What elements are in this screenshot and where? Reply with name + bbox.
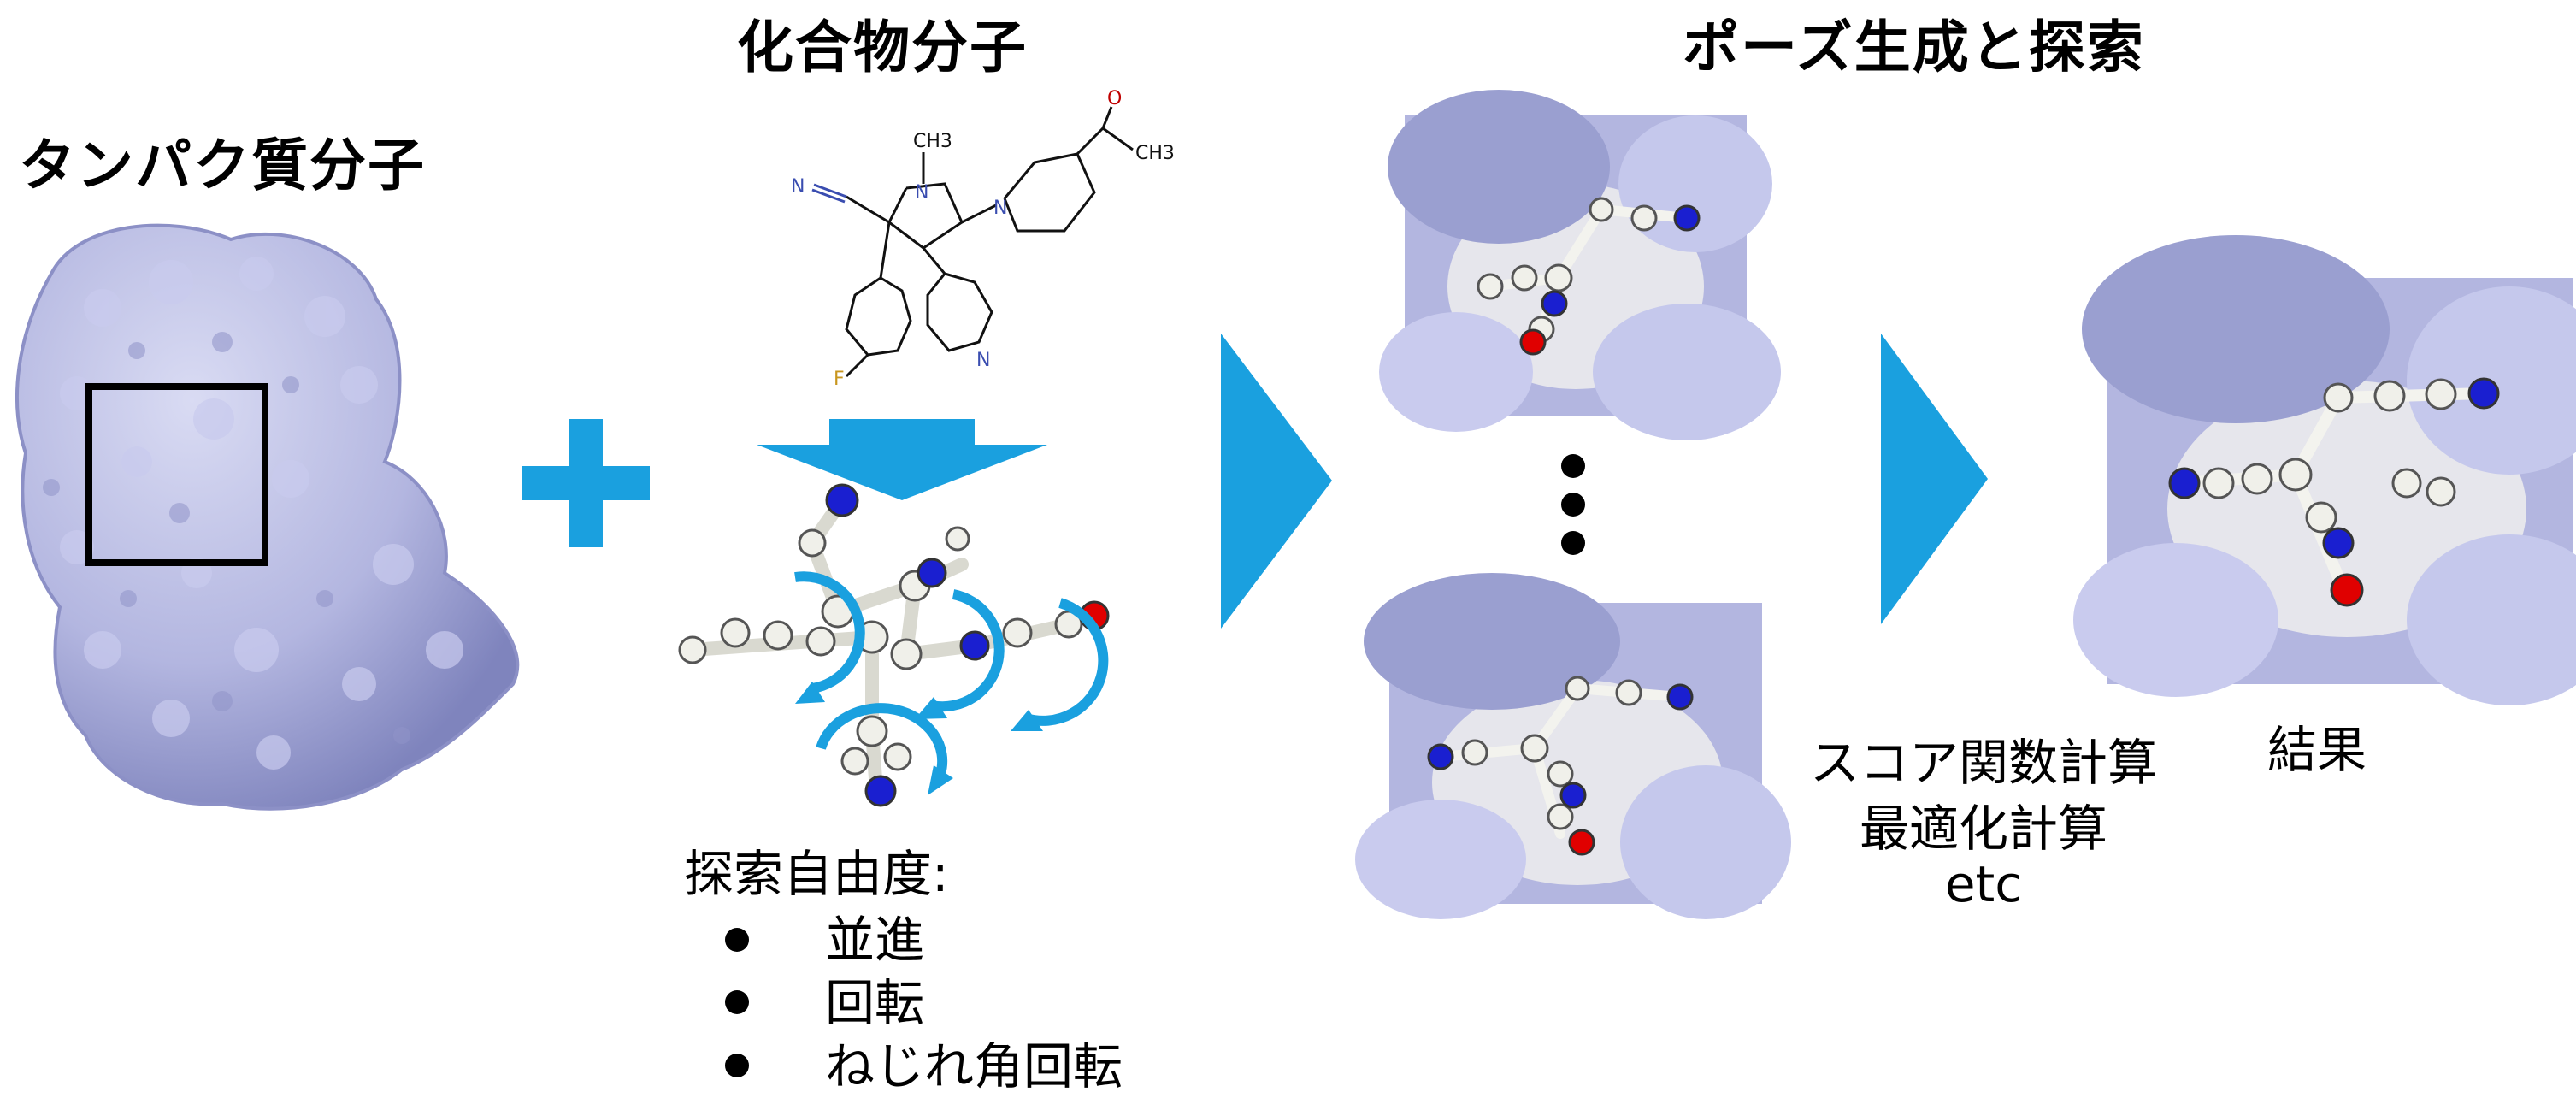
bullet [725, 1054, 749, 1077]
process-note-line-1: スコア関数計算 [1809, 734, 2157, 792]
atom-label: CH3 [913, 131, 952, 152]
bullet [725, 990, 749, 1014]
binding-site-box [85, 383, 268, 566]
result-label: 結果 [2267, 721, 2367, 779]
freedom-item-translation: 並進 [825, 911, 925, 969]
freedom-item-rotation: 回転 [825, 974, 925, 1032]
atom-label: N [993, 198, 1007, 219]
ball-stick-model [678, 483, 1110, 807]
bullet [725, 928, 749, 952]
atom-label: N [791, 176, 805, 198]
compound-structure: N CH3 N N O CH3 F N [791, 88, 1175, 390]
freedom-item-torsion: ねじれ角回転 [825, 1037, 1123, 1095]
right-arrow-icon [1881, 334, 1988, 624]
atom-label: F [834, 369, 845, 390]
atom-label: N [976, 350, 990, 371]
process-note-line-3: etc [1944, 855, 2023, 913]
right-arrow-icon [1221, 334, 1332, 629]
process-note-line-2: 最適化計算 [1859, 800, 2107, 858]
plus-icon [522, 419, 650, 547]
pose-title: ポーズ生成と探索 [1683, 15, 2145, 80]
atom-label: O [1107, 88, 1122, 109]
atom-label: N [915, 182, 928, 204]
protein-title: タンパク質分子 [19, 133, 426, 198]
pose-image-bottom [1355, 573, 1791, 919]
compound-title: 化合物分子 [737, 15, 1028, 80]
down-arrow-icon [757, 419, 1047, 500]
result-pose-image [2073, 235, 2576, 705]
pose-image-top [1379, 90, 1781, 440]
atom-label: CH3 [1135, 143, 1175, 164]
ellipsis-icon [1561, 454, 1585, 555]
search-freedom-heading: 探索自由度: [684, 845, 949, 903]
protein-surface-image [15, 223, 520, 811]
